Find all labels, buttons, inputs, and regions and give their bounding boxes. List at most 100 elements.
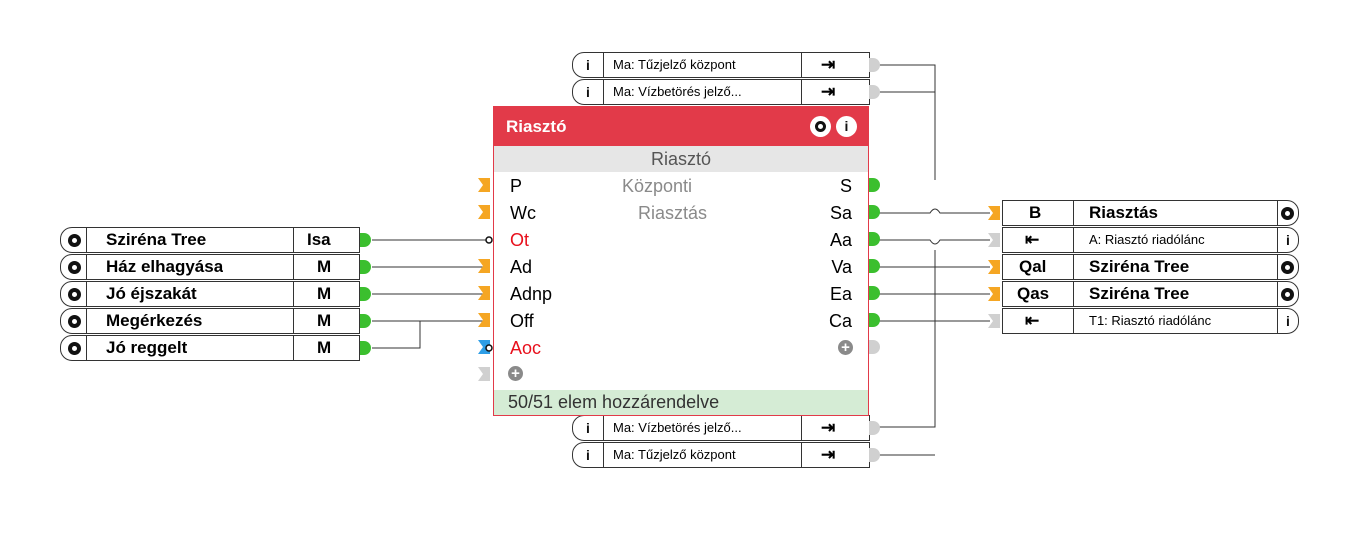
block-title: Riasztó [506,117,567,136]
right-item-port: Qas [1017,284,1050,303]
ref-dot-bottom-1 [869,421,880,435]
right-arrow-4 [988,287,1000,301]
output-pin-aa[interactable]: Aa [829,230,852,250]
input-arrow-adnp [478,286,490,300]
footer-bar: 50/51 elem hozzárendelve [494,390,868,415]
info-icon[interactable]: i [586,447,590,463]
top-ref-row-2[interactable]: i Ma: Vízbetörés jelző... ⇥ [572,79,870,105]
center-line-1: Központi [622,176,693,196]
left-dot-5 [360,341,371,355]
input-pin-ad[interactable]: Ad [510,257,533,277]
right-item-name: Sziréna Tree [1089,257,1190,276]
bottom-ref-row-2[interactable]: i Ma: Tűzjelző központ ⇥ [572,442,870,468]
right-item-4[interactable]: Qas Sziréna Tree [1002,281,1299,307]
left-item-2[interactable]: Ház elhagyása M [60,254,360,280]
top-ref-row-1[interactable]: i Ma: Tűzjelző központ ⇥ [572,52,870,78]
input-arrow-off [478,313,490,327]
output-pin-sa[interactable]: Sa [829,203,852,223]
right-arrow-5 [988,314,1000,328]
info-icon[interactable]: i [1286,232,1290,248]
right-item-name: T1: Riasztó riadólánc [1089,313,1212,328]
info-icon[interactable]: i [586,420,590,436]
right-item-2[interactable]: ⇤ A: Riasztó riadólánc i [1002,227,1299,253]
input-arrow-p [478,178,490,192]
left-item-3[interactable]: Jó éjszakát M [60,281,360,307]
gear-icon[interactable] [68,288,81,301]
right-item-name: Riasztás [1089,203,1158,222]
input-link-icon: ⇤ [1025,311,1040,330]
input-pin-adnp[interactable]: Adnp [510,284,553,304]
block-footer: 50/51 elem hozzárendelve [508,392,720,412]
output-dot-aa [869,232,880,246]
top-ref-label: Ma: Vízbetörés jelző... [613,84,742,99]
input-arrow-ad [478,259,490,273]
input-link-icon: ⇤ [1025,230,1040,249]
left-item-name: Megérkezés [106,311,203,330]
output-pin-ca[interactable]: Ca [828,311,852,331]
add-output-icon[interactable]: + [838,340,853,355]
left-dot-4 [360,314,371,328]
ref-dot-bottom-2 [869,448,880,462]
left-item-port: Isa [307,230,331,249]
ref-dot-top-1 [869,58,880,72]
left-item-5[interactable]: Jó reggelt M [60,335,360,361]
input-pin-off[interactable]: Off [510,311,534,331]
gear-icon[interactable] [68,261,81,274]
output-icon: ⇥ [821,82,836,101]
right-item-name: Sziréna Tree [1089,284,1190,303]
input-pin-aoc[interactable]: Aoc [510,338,542,358]
output-icon: ⇥ [821,445,836,464]
left-item-1[interactable]: Sziréna Tree Isa [60,227,360,253]
left-item-4[interactable]: Megérkezés M [60,308,360,334]
input-pin-p[interactable]: P [510,176,523,196]
right-item-1[interactable]: B Riasztás [1002,200,1299,226]
info-icon[interactable]: i [586,84,590,100]
bottom-ref-label: Ma: Vízbetörés jelző... [613,420,742,435]
info-icon[interactable]: i [586,57,590,73]
output-dot-va [869,259,880,273]
left-output-dots [360,233,371,355]
gear-icon[interactable] [1281,261,1294,274]
output-pin-ea[interactable]: Ea [829,284,852,304]
output-pin-va[interactable]: Va [831,257,852,277]
input-pin-ot[interactable]: Ot [510,230,530,250]
gear-icon[interactable] [68,342,81,355]
gear-icon[interactable] [1281,207,1294,220]
add-input-icon[interactable]: + [508,366,523,381]
input-pin-wc[interactable]: Wc [510,203,536,223]
output-pin-s[interactable]: S [839,176,852,196]
riaszto-block[interactable]: Riasztó i Riasztó Központi Riasztás P Wc… [493,106,869,416]
center-line-2: Riasztás [638,203,708,223]
gear-icon[interactable] [1281,288,1294,301]
right-item-port: Qal [1019,257,1047,276]
left-item-name: Jó éjszakát [106,284,197,303]
info-icon[interactable]: i [836,116,857,137]
right-item-3[interactable]: Qal Sziréna Tree [1002,254,1299,280]
left-dot-2 [360,260,371,274]
right-item-5[interactable]: ⇤ T1: Riasztó riadólánc i [1002,308,1299,334]
block-subtitle: Riasztó [650,149,712,169]
input-connector-ot [485,236,493,244]
output-dots [869,178,880,354]
left-item-name: Ház elhagyása [106,257,224,276]
right-item-name: A: Riasztó riadólánc [1089,232,1205,247]
left-item-port: M [317,284,332,303]
gear-icon[interactable] [68,234,81,247]
gear-icon[interactable] [810,116,831,137]
block-header[interactable]: Riasztó i [494,107,868,146]
left-item-name: Sziréna Tree [106,230,207,249]
left-item-port: M [317,257,332,276]
input-connector-aoc [485,344,493,352]
left-item-port: M [317,311,332,330]
gear-icon[interactable] [68,315,81,328]
output-dot-empty [869,340,880,354]
input-arrows [478,178,493,381]
info-icon[interactable]: i [1286,313,1290,329]
subtitle-bar: Riasztó [494,146,868,172]
input-arrow-wc [478,205,490,219]
output-dot-ca [869,313,880,327]
left-dot-1 [360,233,371,247]
output-icon: ⇥ [821,55,836,74]
bottom-ref-row-1[interactable]: i Ma: Vízbetörés jelző... ⇥ [572,415,870,441]
